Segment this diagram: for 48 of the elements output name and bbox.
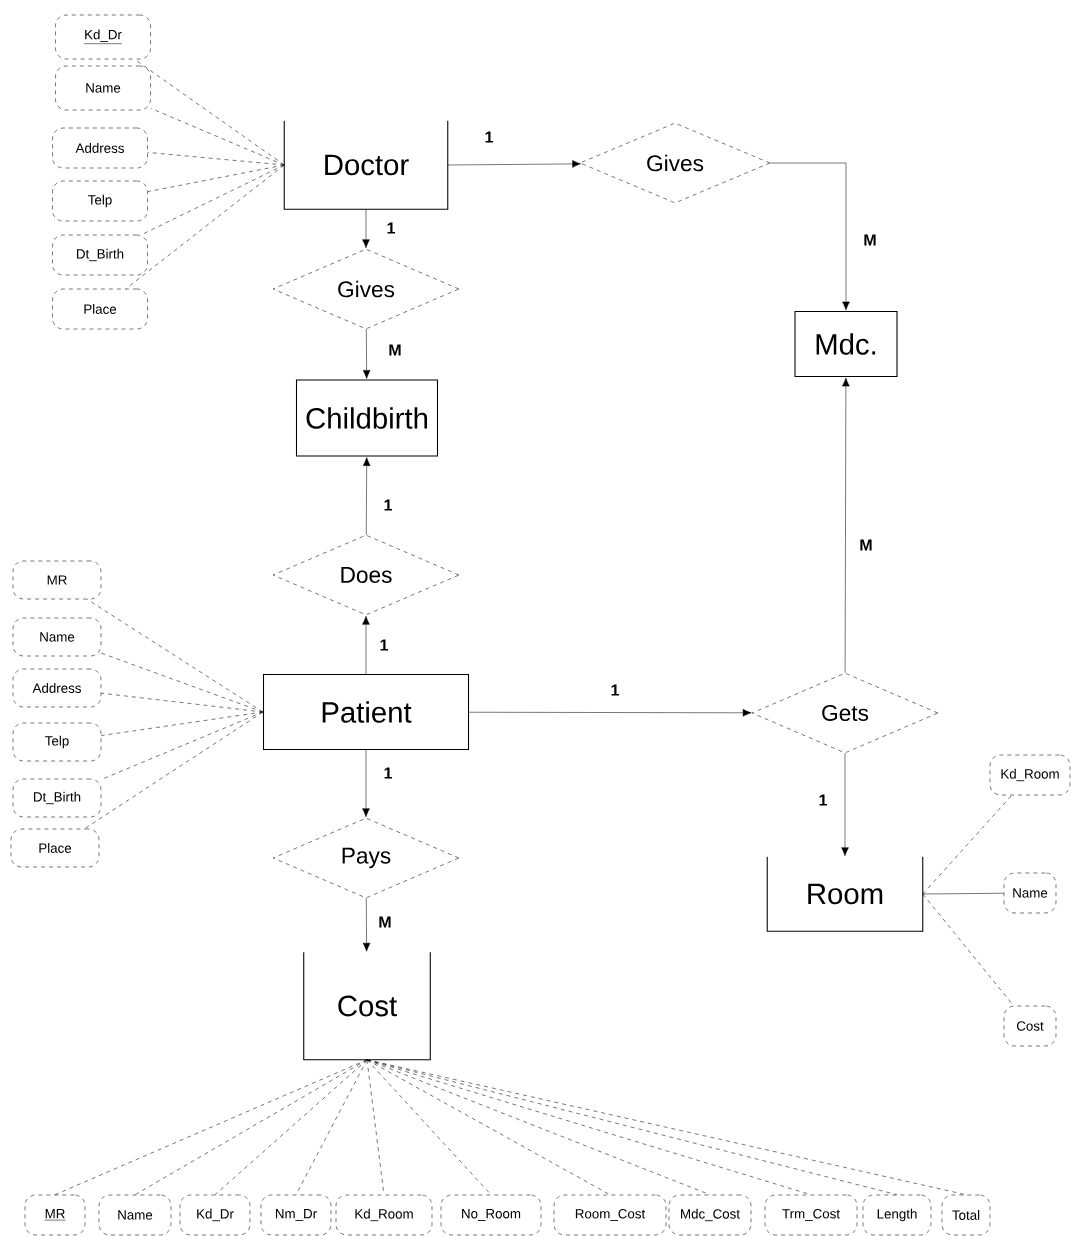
- arrow: [362, 209, 370, 249]
- connector-line: [84, 711, 264, 829]
- connector-line: [101, 711, 264, 780]
- connector-line: [214, 1059, 368, 1195]
- connector-line: [125, 164, 285, 289]
- arrow: [362, 749, 370, 818]
- connector-line: [366, 1059, 492, 1195]
- cardinality-label: 1: [485, 131, 493, 143]
- cardinality-label: 1: [384, 767, 392, 779]
- arrow: [362, 897, 371, 952]
- cardinality-label: M: [379, 916, 391, 928]
- arrow: [362, 616, 370, 675]
- connector-line: [922, 795, 1012, 895]
- arrow: [770, 162, 850, 311]
- connector-line: [134, 59, 285, 166]
- attribute-oval: MR: [24, 1194, 86, 1236]
- arrow: [842, 377, 850, 674]
- arrow: [362, 457, 371, 536]
- connector-line: [141, 164, 285, 235]
- entity-box: Patient: [262, 673, 470, 751]
- cardinality-label: 1: [611, 684, 619, 696]
- entity-box: Room: [766, 856, 924, 932]
- entity-box: Cost: [303, 951, 431, 1061]
- connector-line: [922, 893, 1014, 1006]
- cardinality-label: M: [389, 344, 401, 356]
- cardinality-label: M: [864, 234, 876, 246]
- connector-line: [54, 1059, 368, 1195]
- connector-line: [86, 599, 264, 713]
- connector-line: [922, 893, 1004, 895]
- entity-box: Mdc.: [794, 310, 898, 378]
- cardinality-label: 1: [387, 222, 395, 234]
- entity-box: Doctor: [283, 120, 449, 210]
- connector-line: [147, 164, 285, 192]
- cardinality-label: M: [860, 539, 872, 551]
- entity-box: Childbirth: [295, 379, 439, 457]
- attribute-oval: Kd_Dr: [55, 14, 151, 60]
- cardinality-label: 1: [384, 499, 392, 511]
- cardinality-label: 1: [380, 639, 388, 651]
- arrow: [447, 160, 581, 168]
- arrow: [468, 709, 752, 717]
- connector-line: [101, 652, 264, 713]
- connector-line: [295, 1059, 368, 1195]
- cardinality-label: 1: [819, 794, 827, 806]
- connector-line: [101, 692, 264, 713]
- arrow: [362, 328, 371, 379]
- arrow: [841, 753, 849, 857]
- connector-line: [147, 152, 285, 166]
- connector-line: [134, 1059, 368, 1195]
